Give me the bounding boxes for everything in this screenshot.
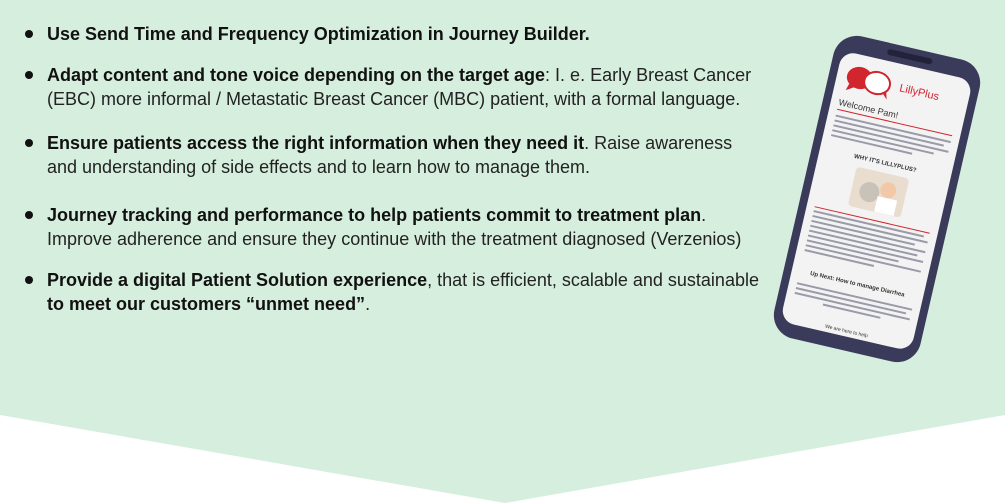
bullet-5-text-b: . [365, 294, 371, 314]
photo-illustration [847, 166, 910, 218]
bullet-list: Use Send Time and Frequency Optimization… [22, 22, 762, 316]
phone-frame: LillyPlus Welcome Pam! WHY IT'S LILLYPLU… [769, 31, 985, 367]
brand-name: LillyPlus [898, 82, 941, 104]
bullet-2-text: : I. e. Early Breast Cancer (EBC) more i… [47, 65, 752, 109]
speech-bubbles-icon [845, 66, 891, 100]
bullet-journey-tracking: Journey tracking and performance to help… [22, 203, 762, 251]
bullet-digital-solution: Provide a digital Patient Solution exper… [22, 268, 762, 316]
bullet-4-bold: Journey tracking and performance to help… [47, 205, 702, 225]
bullet-5-bold-b: to meet our customers “unmet need” [47, 294, 366, 314]
bullet-2-bold: Adapt content and tone voice depending o… [47, 65, 546, 85]
phone-screen: LillyPlus Welcome Pam! WHY IT'S LILLYPLU… [779, 50, 974, 352]
bullet-5-bold-a: Provide a digital Patient Solution exper… [47, 270, 428, 290]
bullet-4-text: . Improve adherence and ensure they cont… [47, 205, 742, 249]
bullet-3-text: . Raise awareness and understanding of s… [47, 133, 733, 177]
bullet-send-time: Use Send Time and Frequency Optimization… [22, 22, 762, 46]
bullet-ensure-access: Ensure patients access the right informa… [22, 131, 762, 179]
bullet-3-bold: Ensure patients access the right informa… [47, 133, 585, 153]
bullet-5-text-a: , that is efficient, scalable and sustai… [427, 270, 759, 290]
lillyplus-logo: LillyPlus [842, 62, 963, 116]
bullet-1-bold: Use Send Time and Frequency Optimization… [47, 24, 590, 44]
child-photo [847, 166, 910, 218]
bullet-adapt-content: Adapt content and tone voice depending o… [22, 63, 762, 111]
body-text-lines [804, 206, 930, 280]
phone-mockup: LillyPlus Welcome Pam! WHY IT'S LILLYPLU… [760, 30, 995, 370]
